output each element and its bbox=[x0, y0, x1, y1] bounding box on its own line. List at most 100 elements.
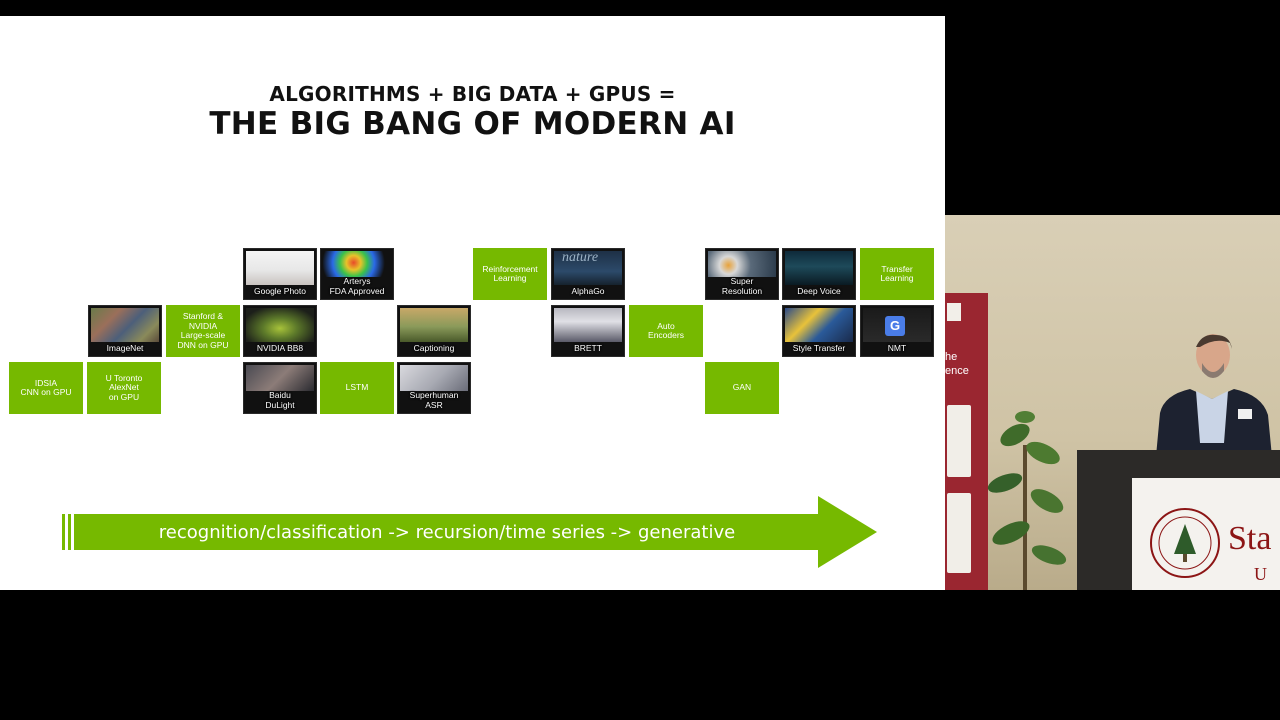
tile-label: Captioning bbox=[412, 342, 457, 357]
tile-label-line: DNN on GPU bbox=[177, 339, 229, 350]
tile-label: Deep Voice bbox=[795, 285, 842, 300]
tile-label: BRETT bbox=[572, 342, 604, 357]
thumbnail-style-transfer bbox=[785, 308, 853, 342]
university-seal-icon bbox=[1150, 508, 1220, 578]
banner-sponsor-card bbox=[947, 405, 971, 477]
banner-sponsor-card bbox=[947, 493, 971, 573]
tile-label: ImageNet bbox=[105, 342, 146, 357]
tile-label: NVIDIA BB8 bbox=[255, 343, 305, 357]
thumbnail-captioning bbox=[400, 308, 468, 342]
tile-label-line: Transfer bbox=[881, 263, 913, 274]
thumbnail-baidu-dulight bbox=[246, 365, 314, 391]
presentation-slide: ALGORITHMS + BIG DATA + GPUS = THE BIG B… bbox=[0, 16, 945, 590]
tile-label-line: Stanford & bbox=[182, 311, 224, 321]
plant-image bbox=[987, 411, 1067, 590]
tile-label-line: Reinforcement bbox=[482, 263, 538, 274]
thumbnail-deep-voice bbox=[785, 251, 853, 285]
tile-label-line: U Toronto bbox=[105, 372, 143, 383]
tile-label-line: Super bbox=[730, 276, 754, 286]
podium-text: Sta bbox=[1228, 520, 1272, 557]
podium-text-2: U bbox=[1254, 564, 1267, 584]
tile-label-line: BRETT bbox=[574, 342, 602, 353]
tile-label-line: Arterys bbox=[343, 276, 371, 286]
tile-label-line: AlphaGo bbox=[571, 285, 605, 296]
banner-text-2: ence bbox=[945, 365, 969, 377]
thumbnail-arterys bbox=[323, 251, 391, 277]
tile-label-line: Encoders bbox=[648, 330, 684, 340]
tile-label: LSTM bbox=[346, 383, 369, 393]
podium-front: Sta U bbox=[1132, 478, 1280, 590]
thumbnail-nmt: G bbox=[863, 308, 931, 342]
tile-deep-voice: Deep Voice bbox=[782, 248, 856, 300]
thumbnail-google-photo bbox=[246, 251, 314, 285]
tile-label-line: Resolution bbox=[721, 285, 763, 296]
tile-label-line: Superhuman bbox=[409, 390, 459, 400]
tile-label-line: Captioning bbox=[413, 342, 455, 353]
tile-label-line: Google Photo bbox=[254, 285, 306, 296]
tile-label: GAN bbox=[733, 383, 751, 393]
progression-arrow: recognition/classification -> recursion/… bbox=[62, 496, 877, 568]
tile-label-line: ImageNet bbox=[106, 342, 144, 353]
thumbnail-alphago: nature bbox=[554, 251, 622, 285]
tile-label: NMT bbox=[886, 342, 908, 357]
tile-label-line: GAN bbox=[732, 382, 752, 393]
tile-label-line: NVIDIA bbox=[188, 320, 218, 331]
tile-label: Style Transfer bbox=[791, 342, 847, 357]
tile-label-line: FDA Approved bbox=[329, 285, 385, 296]
thumbnail-super-resolution bbox=[708, 251, 776, 277]
tile-label-line: ASR bbox=[425, 399, 443, 410]
tile-label-line: Deep Voice bbox=[797, 285, 841, 296]
tile-nmt: G NMT bbox=[860, 305, 934, 357]
tile-label: Google Photo bbox=[252, 285, 308, 300]
tile-nvidia-bb8: NVIDIA BB8 bbox=[243, 305, 317, 357]
arrow-icon bbox=[62, 496, 877, 568]
tile-label-line: Style Transfer bbox=[792, 342, 846, 353]
tile-label-line: Learning bbox=[880, 273, 914, 283]
slide-subtitle: ALGORITHMS + BIG DATA + GPUS = bbox=[269, 82, 676, 106]
google-translate-icon: G bbox=[885, 316, 905, 336]
tile-label-line: Auto bbox=[657, 320, 675, 331]
tile-label-line: Large-scale bbox=[180, 330, 226, 340]
tile-captioning: Captioning bbox=[397, 305, 471, 357]
speaker-video: he ence Sta U bbox=[945, 215, 1280, 590]
arrow-label: recognition/classification -> recursion/… bbox=[158, 521, 736, 543]
tile-label-line: DuLight bbox=[265, 399, 295, 410]
thumbnail-superhuman-asr bbox=[400, 365, 468, 391]
tile-imagenet: ImageNet bbox=[88, 305, 162, 357]
tile-label: AlphaGo bbox=[569, 285, 606, 300]
tile-gan: GAN bbox=[705, 362, 779, 414]
tile-style-transfer: Style Transfer bbox=[782, 305, 856, 357]
tile-label-line: CNN on GPU bbox=[20, 387, 72, 397]
tile-label-line: on GPU bbox=[108, 391, 140, 402]
tile-google-photo: Google Photo bbox=[243, 248, 317, 300]
conference-banner: he ence bbox=[945, 293, 988, 590]
thumbnail-imagenet bbox=[91, 308, 159, 342]
journal-title: nature bbox=[562, 250, 599, 265]
tile-label-line: NMT bbox=[887, 342, 907, 353]
thumbnail-nvidia-bb8 bbox=[246, 308, 314, 342]
tile-brett: BRETT bbox=[551, 305, 625, 357]
tile-label-line: Learning bbox=[493, 273, 527, 283]
tile-lstm: LSTM bbox=[320, 362, 394, 414]
slide-title: THE BIG BANG OF MODERN AI bbox=[209, 106, 736, 142]
